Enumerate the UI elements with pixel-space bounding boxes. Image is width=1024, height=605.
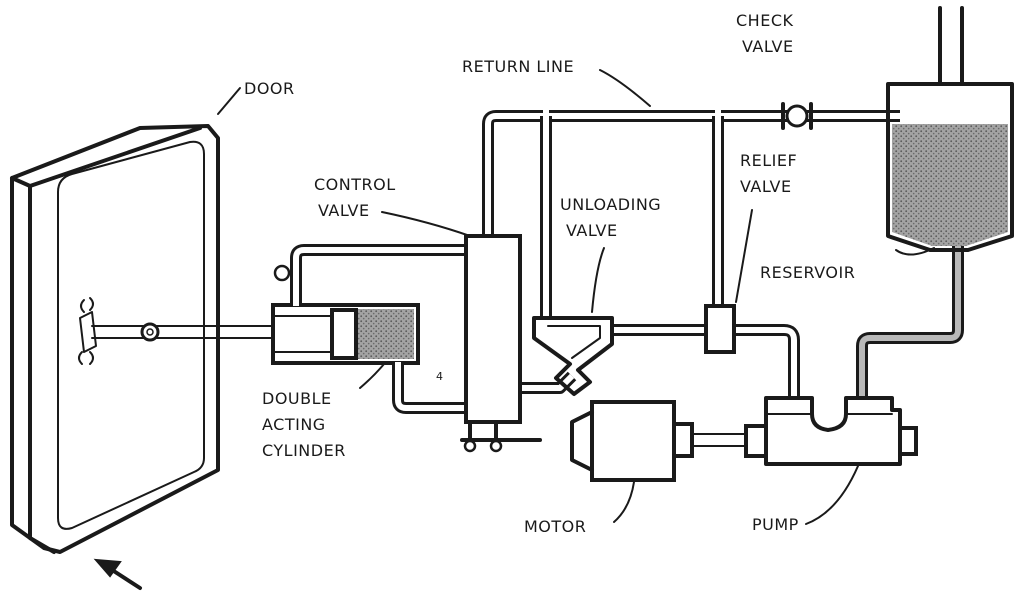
reservoir: [886, 82, 1014, 252]
pump: [744, 396, 918, 466]
label-cylinder-line3: CYLINDER: [262, 441, 346, 460]
label-motor: MOTOR: [524, 517, 586, 536]
push-arrow-icon: [93, 558, 122, 578]
label-relief-valve-line2: VALVE: [740, 177, 792, 196]
double-acting-cylinder: [271, 264, 420, 365]
label-check-valve-line1: CHECK: [736, 11, 793, 30]
cylinder-port-icon: [273, 264, 291, 282]
label-port-marker: 4: [436, 370, 444, 383]
label-control-valve-line2: VALVE: [318, 201, 370, 220]
label-relief-valve-line1: RELIEF: [740, 151, 797, 170]
label-check-valve-line2: VALVE: [742, 37, 794, 56]
label-control-valve-line1: CONTROL: [314, 175, 396, 194]
label-door: DOOR: [244, 79, 295, 98]
unloading-valve: [532, 316, 614, 396]
check-valve: [781, 102, 813, 130]
leader-lines: [217, 69, 935, 525]
label-return-line: RETURN LINE: [462, 57, 574, 76]
label-reservoir: RESERVOIR: [760, 263, 855, 282]
motor: [570, 400, 749, 482]
control-valve: [460, 234, 542, 453]
label-unloading-valve-line1: UNLOADING: [560, 195, 661, 214]
label-cylinder-line1: DOUBLE: [262, 389, 332, 408]
piston-rod: [91, 322, 273, 342]
label-unloading-valve-line2: VALVE: [566, 221, 618, 240]
hydraulic-lines: [290, 6, 964, 414]
label-pump: PUMP: [752, 515, 799, 534]
label-cylinder-line2: ACTING: [262, 415, 326, 434]
door-bracket: [78, 297, 97, 365]
relief-valve: [704, 304, 736, 354]
door: [10, 124, 220, 554]
